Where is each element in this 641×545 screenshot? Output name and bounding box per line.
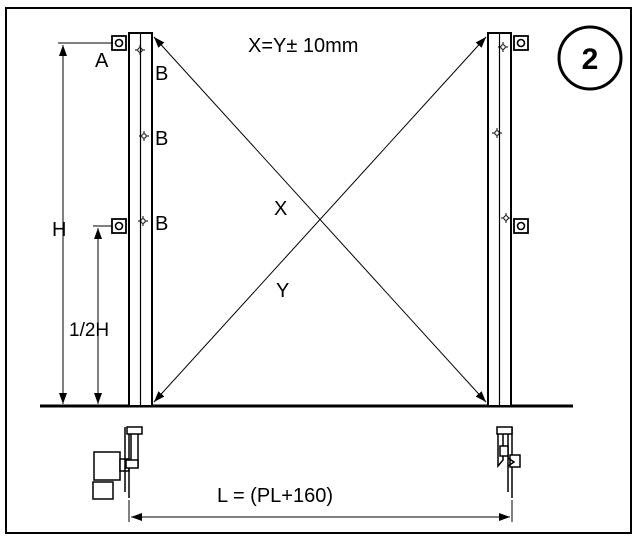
label-b-middle: B bbox=[155, 128, 168, 150]
left-post bbox=[128, 32, 153, 407]
label-y: Y bbox=[276, 280, 289, 302]
right-hinge-assembly bbox=[496, 426, 521, 498]
step-number: 2 bbox=[582, 43, 599, 76]
tolerance-note: X=Y± 10mm bbox=[248, 35, 358, 57]
diagonal-y bbox=[153, 36, 487, 403]
right-post bbox=[487, 32, 512, 407]
label-l: L = (PL+160) bbox=[217, 485, 333, 507]
step-number-badge: 2 bbox=[557, 25, 623, 91]
dimension-l bbox=[128, 500, 513, 522]
dimension-half-h bbox=[93, 225, 112, 404]
label-b-lower: B bbox=[155, 213, 168, 235]
right-middle-bracket bbox=[513, 218, 529, 234]
left-hinge-assembly bbox=[92, 426, 143, 500]
left-top-bracket bbox=[111, 35, 127, 51]
right-top-bracket bbox=[513, 35, 529, 51]
diagram-frame bbox=[5, 7, 632, 534]
label-h: H bbox=[52, 219, 66, 241]
label-b-top: B bbox=[155, 63, 168, 85]
label-a: A bbox=[95, 50, 109, 72]
label-x: X bbox=[274, 198, 287, 220]
left-middle-bracket bbox=[111, 218, 127, 234]
dimension-h bbox=[58, 42, 113, 404]
label-half-h: 1/2H bbox=[69, 320, 109, 341]
